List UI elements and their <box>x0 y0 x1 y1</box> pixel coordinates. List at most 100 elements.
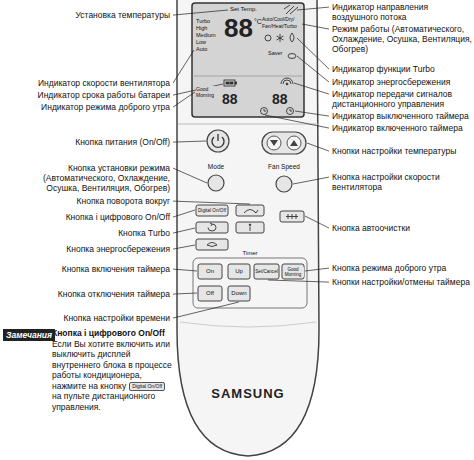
callout-label: Кнопка настройки скорости вентилятора <box>332 172 472 192</box>
callout-label: Кнопка настройки времени <box>4 313 170 323</box>
button-label: Timer <box>242 250 257 257</box>
function-buttons <box>196 222 228 233</box>
callout-label: Индикатор передачи сигналов дистанционно… <box>332 89 472 109</box>
lcd-text: Low <box>196 39 206 46</box>
function-buttons <box>236 205 264 216</box>
callout-label: Индикатор скорости вентилятора <box>4 78 170 88</box>
timer-panel <box>228 264 250 279</box>
callout-label: Кнопка включения таймера <box>4 264 170 274</box>
callout-label: Кнопка поворота вокруг <box>4 196 170 206</box>
leader-line <box>297 56 329 82</box>
function-buttons <box>196 239 228 250</box>
callout-label: Индикатор включенного таймера <box>332 123 472 133</box>
lcd-icons <box>224 80 235 86</box>
lcd-digits: 88 <box>222 92 238 106</box>
lcd-digits: 88 <box>224 15 253 41</box>
lcd-icons <box>288 54 296 59</box>
function-buttons <box>236 222 264 233</box>
timer-panel <box>198 264 222 279</box>
button-icons <box>207 210 298 247</box>
callout-label: Индикатор энергосбережения <box>332 77 472 87</box>
lcd-text: Medium <box>196 32 216 39</box>
lcd-icons <box>230 82 233 84</box>
leader-line <box>173 141 206 142</box>
remote-body <box>177 0 319 456</box>
mode-fan-buttons <box>208 175 292 192</box>
button-label: Digital On/Off <box>198 208 226 214</box>
leader-line <box>173 50 194 83</box>
lcd-display <box>192 3 304 117</box>
lcd-text: Auto <box>196 46 207 53</box>
leader-line <box>173 245 195 249</box>
lcd-text: Set Temp. <box>230 6 257 13</box>
button-label: Set/Cancel <box>255 269 277 275</box>
leader-line <box>295 111 329 116</box>
callout-label: Индикатор режима доброго утра <box>4 102 170 112</box>
lcd-text: High <box>196 25 207 32</box>
callout-label: Кнопки настройки/отмены таймера <box>332 277 472 287</box>
leader-lines <box>173 7 329 318</box>
button-icons <box>207 243 217 247</box>
callout-label: Индикатор направления воздушного потока <box>332 2 472 22</box>
callout-label: Установка температуры <box>4 10 170 20</box>
lcd-text: Good Morning <box>196 86 218 98</box>
temperature-buttons <box>270 140 298 146</box>
button-icons <box>286 214 298 219</box>
button-icons <box>208 223 216 231</box>
note-heading: Кнопка i цифрового On/Off <box>52 328 174 339</box>
brand-logo: SAMSUNG <box>211 386 284 402</box>
callout-label: Индикатор выключенного таймера <box>332 111 472 121</box>
callout-label: Индикатор функции Turbo <box>332 64 472 74</box>
callout-label: Режим работы (Автоматического, Охлаждени… <box>332 24 472 55</box>
lcd-icons <box>235 82 237 84</box>
leader-line <box>173 210 195 217</box>
leader-line <box>305 268 329 271</box>
timer-panel <box>193 258 307 308</box>
mode-fan-buttons <box>208 175 224 191</box>
leader-line <box>173 10 228 15</box>
leader-line <box>297 7 329 10</box>
function-buttons <box>280 211 304 222</box>
button-label: Fan Speed <box>268 163 300 171</box>
power-button <box>207 130 229 152</box>
remote-body <box>177 0 319 456</box>
leader-line <box>305 216 329 228</box>
lcd-text: Fan/Heat/Turbo <box>262 23 297 29</box>
remote-body <box>180 322 316 327</box>
power-button <box>207 130 229 152</box>
callout-label: Кнопка энергосбережения <box>4 244 170 254</box>
leader-line <box>173 293 197 294</box>
lcd-text: Auto/Cool/Dry/ <box>262 16 295 22</box>
button-label: On <box>206 268 214 275</box>
lcd-icons <box>226 82 229 84</box>
leader-line <box>173 269 197 271</box>
leader-line <box>173 302 239 318</box>
leader-line <box>173 201 250 204</box>
note-block: Кнопка i цифрового On/OffЕсли Вы хотите … <box>52 328 174 412</box>
callout-label: Кнопка i цифрового On/Off <box>4 212 170 222</box>
leader-line <box>293 177 329 184</box>
lcd-text: °C <box>254 18 262 26</box>
callout-label: Кнопка питания (On/Off) <box>4 137 170 147</box>
lcd-digits: 88 <box>272 92 288 106</box>
lcd-icons <box>277 34 284 42</box>
button-icons <box>250 227 251 232</box>
leader-line <box>302 24 329 29</box>
lcd-icons <box>286 83 288 85</box>
timer-panel <box>228 286 250 301</box>
timer-panel <box>198 286 222 301</box>
button-label: Up <box>235 268 243 275</box>
timer-panel <box>193 258 307 308</box>
leader-line <box>294 83 329 94</box>
lcd-icons <box>264 109 266 111</box>
inline-button-label: Digital On/Off <box>129 382 165 391</box>
button-label: Off <box>206 290 214 297</box>
lcd-icons <box>290 109 292 111</box>
callout-label: Кнопка режима доброго утра <box>332 263 472 273</box>
lcd-icons <box>265 35 271 41</box>
lcd-display <box>192 3 304 117</box>
note-text: на пульте дистанционного управления. <box>52 391 155 412</box>
leader-line <box>173 168 207 183</box>
callout-label: Кнопка автоочистки <box>332 223 472 233</box>
